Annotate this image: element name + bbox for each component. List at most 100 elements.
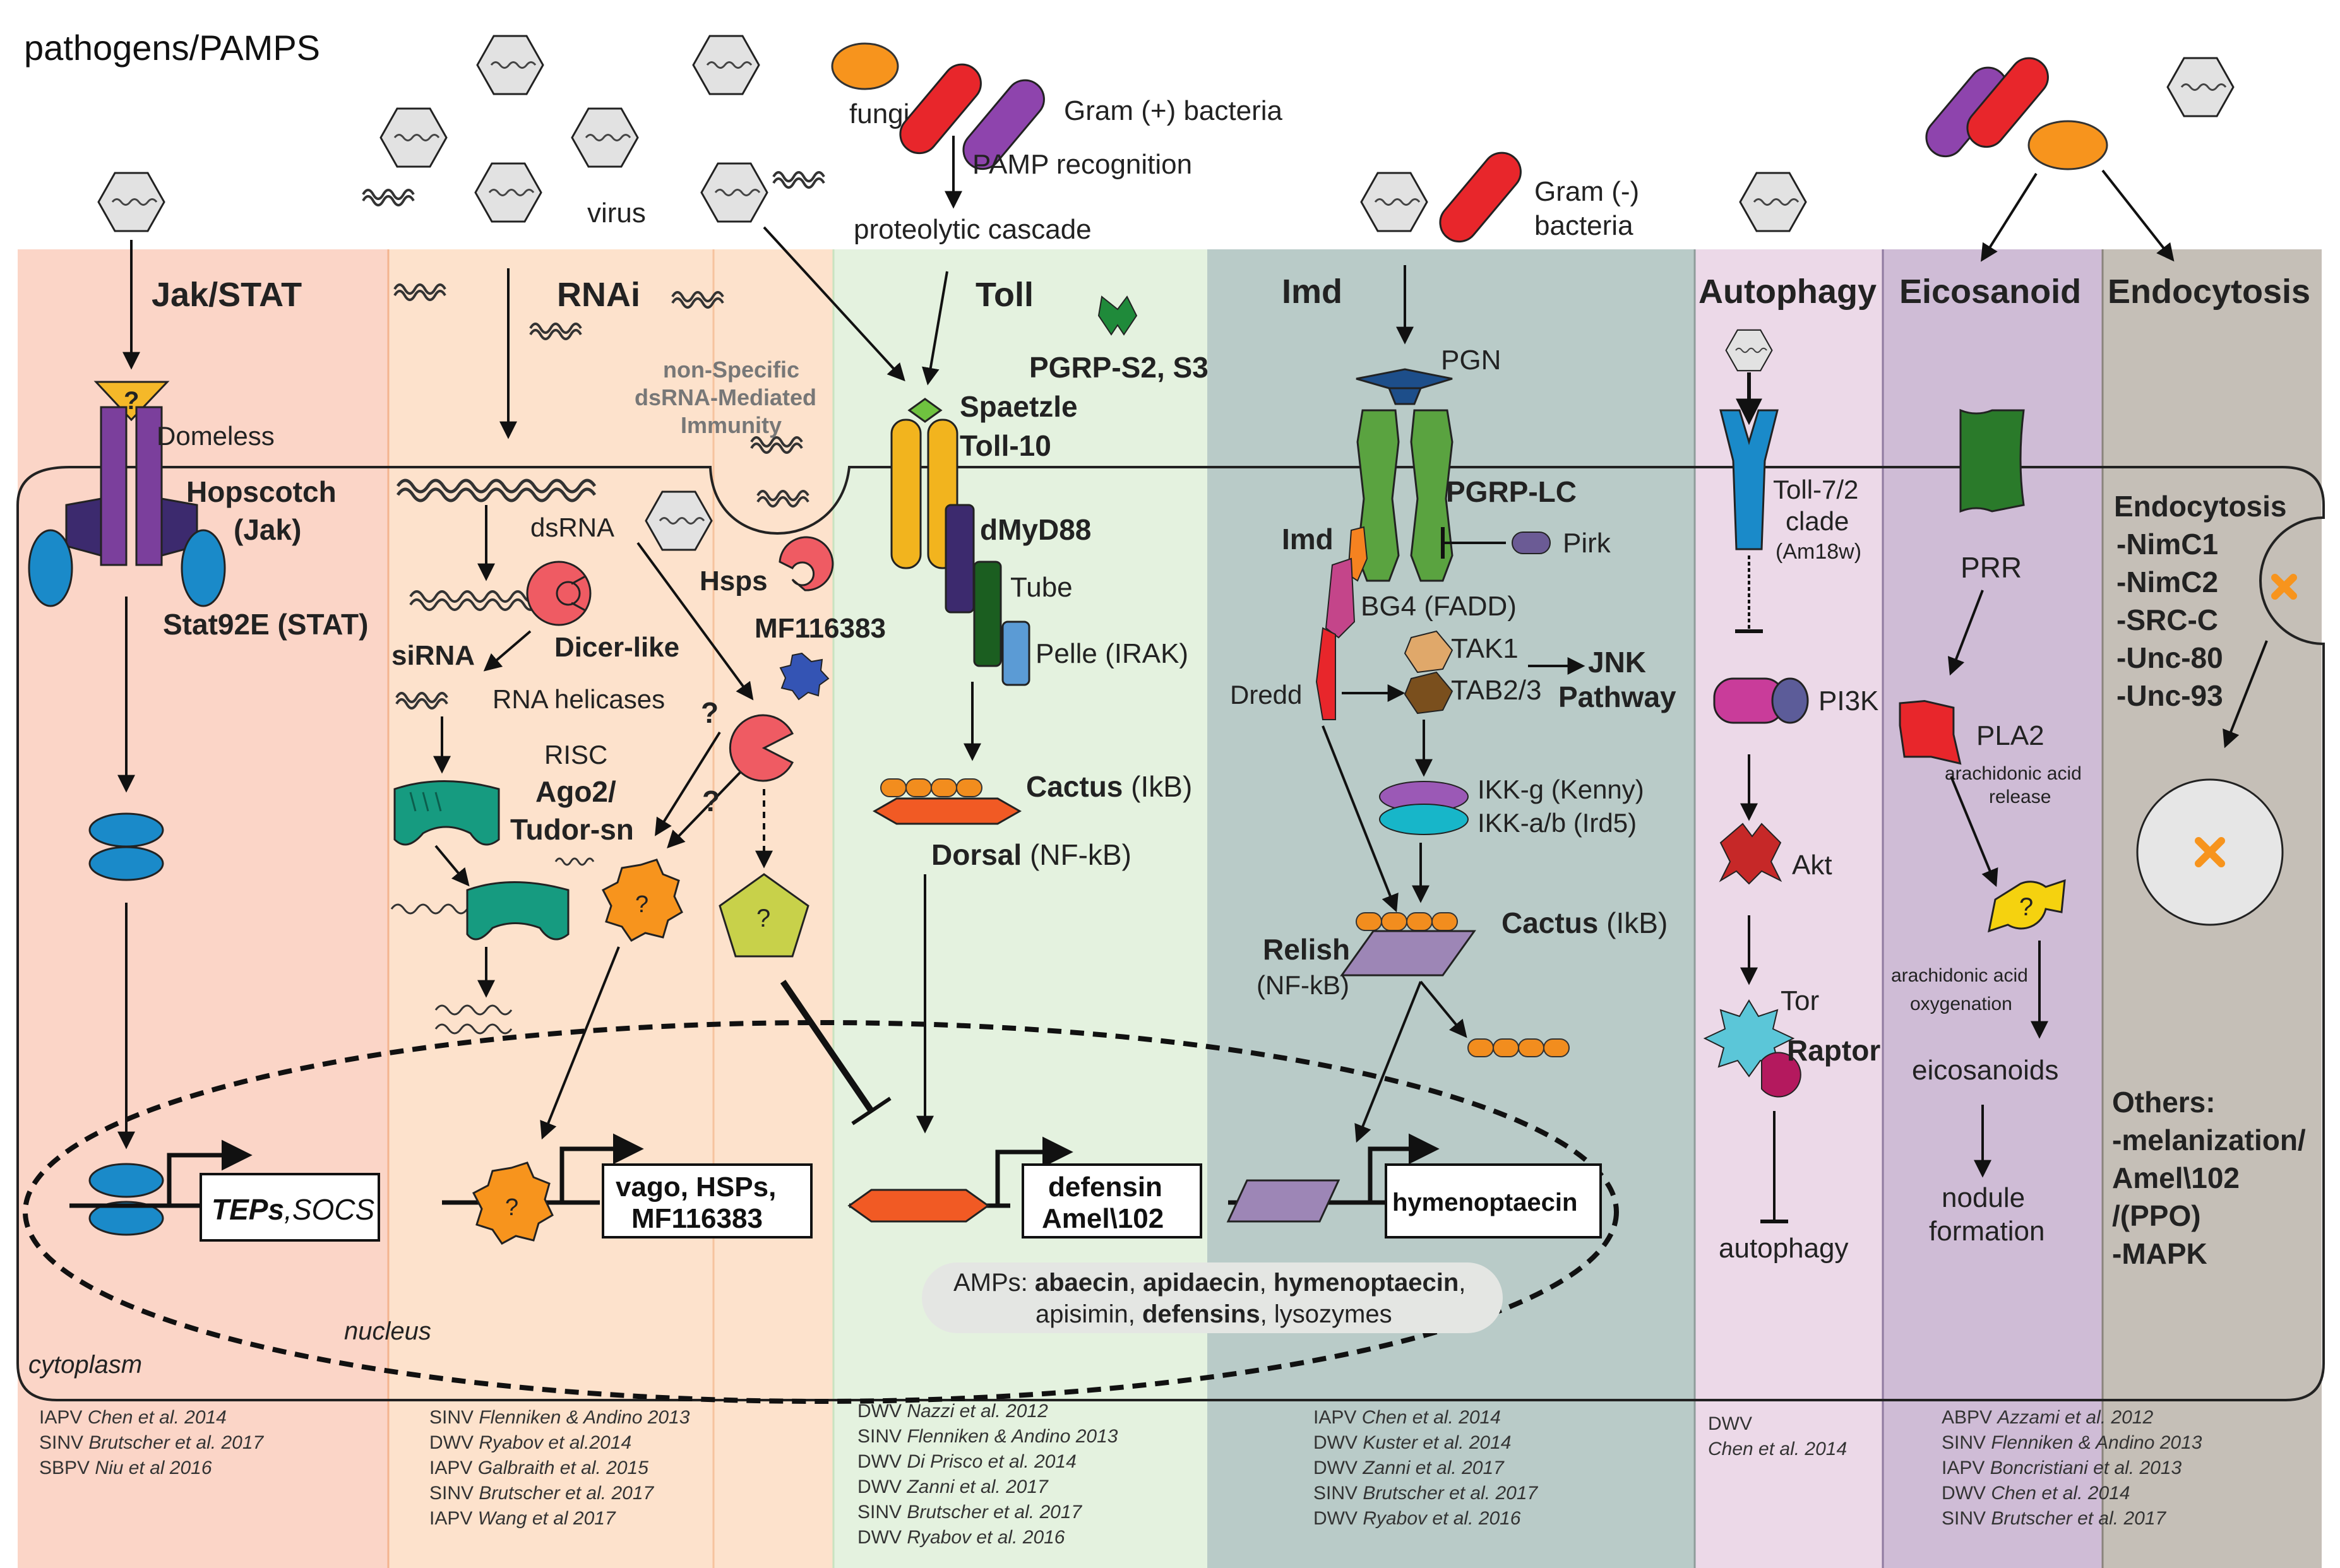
tak1-label: TAK1 xyxy=(1451,633,1519,664)
gram-neg-label-1: Gram (-) xyxy=(1534,176,1639,207)
amps-pill xyxy=(922,1262,1503,1333)
citation-eicosanoid-3: DWV Chen et al. 2014 xyxy=(1942,1483,2130,1504)
dicer-like-enzyme xyxy=(526,561,592,626)
aa-release-1: arachidonic acid xyxy=(1945,763,2082,784)
dsrna-label: dsRNA xyxy=(530,513,614,542)
gram-neg-bacteria xyxy=(1439,151,1522,243)
tube-shape xyxy=(973,561,1002,667)
citation-toll-4: SINV Brutscher et al. 2017 xyxy=(857,1502,1083,1523)
citation-rnai-2: IAPV Galbraith et al. 2015 xyxy=(429,1458,648,1478)
spaetzle-label: Spaetzle xyxy=(960,390,1078,423)
rnai-target-box xyxy=(602,1163,813,1238)
hsps-protein xyxy=(779,536,834,591)
toll-target-2: Amel\102 xyxy=(1042,1203,1164,1234)
hsps-label: Hsps xyxy=(700,566,768,597)
citation-toll-2: DWV Di Prisco et al. 2014 xyxy=(857,1451,1077,1472)
vago-cyt-q: ? xyxy=(635,891,648,918)
cactus-dorsal-complex xyxy=(872,778,1022,825)
lane-title-eicosanoid: Eicosanoid xyxy=(1899,273,2081,311)
dredd-shape xyxy=(1315,627,1336,720)
endocytosis-list: Endocytosis -NimC1 -NimC2 -SRC-C -Unc-80… xyxy=(2114,490,2287,712)
lane-jakstat-bg xyxy=(18,249,388,1568)
endo-x-icon-membrane xyxy=(2271,574,2297,600)
others-2: Amel\102 xyxy=(2112,1161,2240,1194)
pgrp-s-label: PGRP-S2, S3 xyxy=(1029,351,1209,384)
spaetzle-shape xyxy=(907,398,943,423)
lane-title-imd: Imd xyxy=(1282,273,1342,311)
citation-eicosanoid-1: SINV Flenniken & Andino 2013 xyxy=(1942,1432,2202,1453)
citation-rnai-4: IAPV Wang et al 2017 xyxy=(429,1508,616,1529)
citation-eicosanoid-4: SINV Brutscher et al. 2017 xyxy=(1942,1508,2167,1529)
tor-label: Tor xyxy=(1781,985,1819,1016)
risc-cleaving xyxy=(466,881,570,941)
others-4: -MAPK xyxy=(2112,1237,2207,1270)
citation-autophagy-1: Chen et al. 2014 xyxy=(1708,1439,1847,1459)
tube-label: Tube xyxy=(1010,572,1073,603)
citation-toll-1: SINV Flenniken & Andino 2013 xyxy=(857,1426,1118,1447)
citation-imd-4: DWV Ryabov et al. 2016 xyxy=(1313,1508,1521,1529)
autophagy-label: autophagy xyxy=(1719,1233,1849,1264)
gram-pos-label: Gram (+) bacteria xyxy=(1064,95,1283,126)
cytoplasm-label: cytoplasm xyxy=(28,1351,142,1379)
others-list: Others: -melanization/ Amel\102 /(PPO) -… xyxy=(2112,1086,2306,1270)
toll72-label-2: clade xyxy=(1786,506,1849,536)
ikkab-label: IKK-a/b (Ird5) xyxy=(1477,808,1637,838)
nucleus xyxy=(23,1020,1619,1404)
nucleus-label: nucleus xyxy=(344,1317,431,1345)
citation-toll-5: DWV Ryabov et al. 2016 xyxy=(857,1527,1065,1548)
prr-label: PRR xyxy=(1961,551,2022,584)
gram-pos-bacteria-purple xyxy=(962,79,1045,170)
aa-oxy-2: oxygenation xyxy=(1910,994,2012,1014)
pi3k-label: PI3K xyxy=(1818,686,1878,716)
endo-item-2: -NimC2 xyxy=(2116,566,2218,598)
nonspecific-label-2: dsRNA-Mediated xyxy=(635,384,816,410)
ikk-ab-shape xyxy=(1379,804,1469,835)
endo-item-3: -SRC-C xyxy=(2116,603,2218,636)
tudor-label: Tudor-sn xyxy=(510,813,634,846)
pentagon-q: ? xyxy=(756,905,770,932)
toll72-label-3: (Am18w) xyxy=(1776,540,1861,564)
hopscotch-jak xyxy=(28,497,226,607)
risc-label: RISC xyxy=(544,740,607,769)
gram-pos-bacteria-red xyxy=(899,63,982,155)
toll-target-1: defensin xyxy=(1048,1172,1162,1203)
rna-helicases-q: ? xyxy=(701,696,719,729)
fungi-shape xyxy=(831,42,899,90)
rnai-target-1: vago, HSPs, xyxy=(616,1172,776,1203)
citation-autophagy-0: DWV xyxy=(1708,1413,1752,1434)
ikkg-label: IKK-g (Kenny) xyxy=(1477,775,1644,804)
nonspecific-label-3: Immunity xyxy=(681,412,782,438)
citation-rnai-0: SINV Flenniken & Andino 2013 xyxy=(429,1407,690,1428)
pirk-label: Pirk xyxy=(1563,528,1611,559)
cox-enzyme: ? xyxy=(1988,879,2066,933)
pelle-label: Pelle (IRAK) xyxy=(1036,638,1188,669)
dicer-label: Dicer-like xyxy=(554,632,679,663)
rnai-q2: ? xyxy=(702,785,720,817)
others-1: -melanization/ xyxy=(2112,1124,2306,1156)
hopscotch-label-1: Hopscotch xyxy=(186,475,337,508)
relish-label: Relish xyxy=(1263,933,1350,966)
citation-imd-0: IAPV Chen et al. 2014 xyxy=(1313,1407,1501,1428)
jnk-label-2: Pathway xyxy=(1558,680,1676,713)
lane-title-jakstat: Jak/STAT xyxy=(152,276,302,314)
toll-cactus-label: Cactus (IkB) xyxy=(1026,770,1192,803)
imd-cactus-label: Cactus (IkB) xyxy=(1501,906,1668,939)
citation-toll-0: DWV Nazzi et al. 2012 xyxy=(857,1401,1048,1422)
dorsal-nucleus xyxy=(847,1189,990,1223)
citation-imd-1: DWV Kuster et al. 2014 xyxy=(1313,1432,1511,1453)
citation-eicosanoid-2: IAPV Boncristiani et al. 2013 xyxy=(1942,1458,2182,1478)
pirk-shape xyxy=(1512,532,1551,554)
others-0: Others: xyxy=(2112,1086,2216,1119)
pgn-label: PGN xyxy=(1441,345,1501,376)
endo-item-5: -Unc-93 xyxy=(2116,679,2223,712)
citation-jakstat-2: SBPV Niu et al 2016 xyxy=(39,1458,212,1478)
lane-autophagy-bg xyxy=(1695,249,1883,1568)
proteolytic-cascade-label: proteolytic cascade xyxy=(854,214,1092,245)
relish-nfkb-label: (NF-kB) xyxy=(1257,970,1349,1000)
stat-dimer-cytoplasm xyxy=(88,812,164,881)
aa-oxy-1: arachidonic acid xyxy=(1891,965,2028,986)
cell-membrane xyxy=(16,466,2325,1401)
sirna-label: siRNA xyxy=(391,640,475,671)
eico-bacteria-red xyxy=(1966,57,2049,148)
